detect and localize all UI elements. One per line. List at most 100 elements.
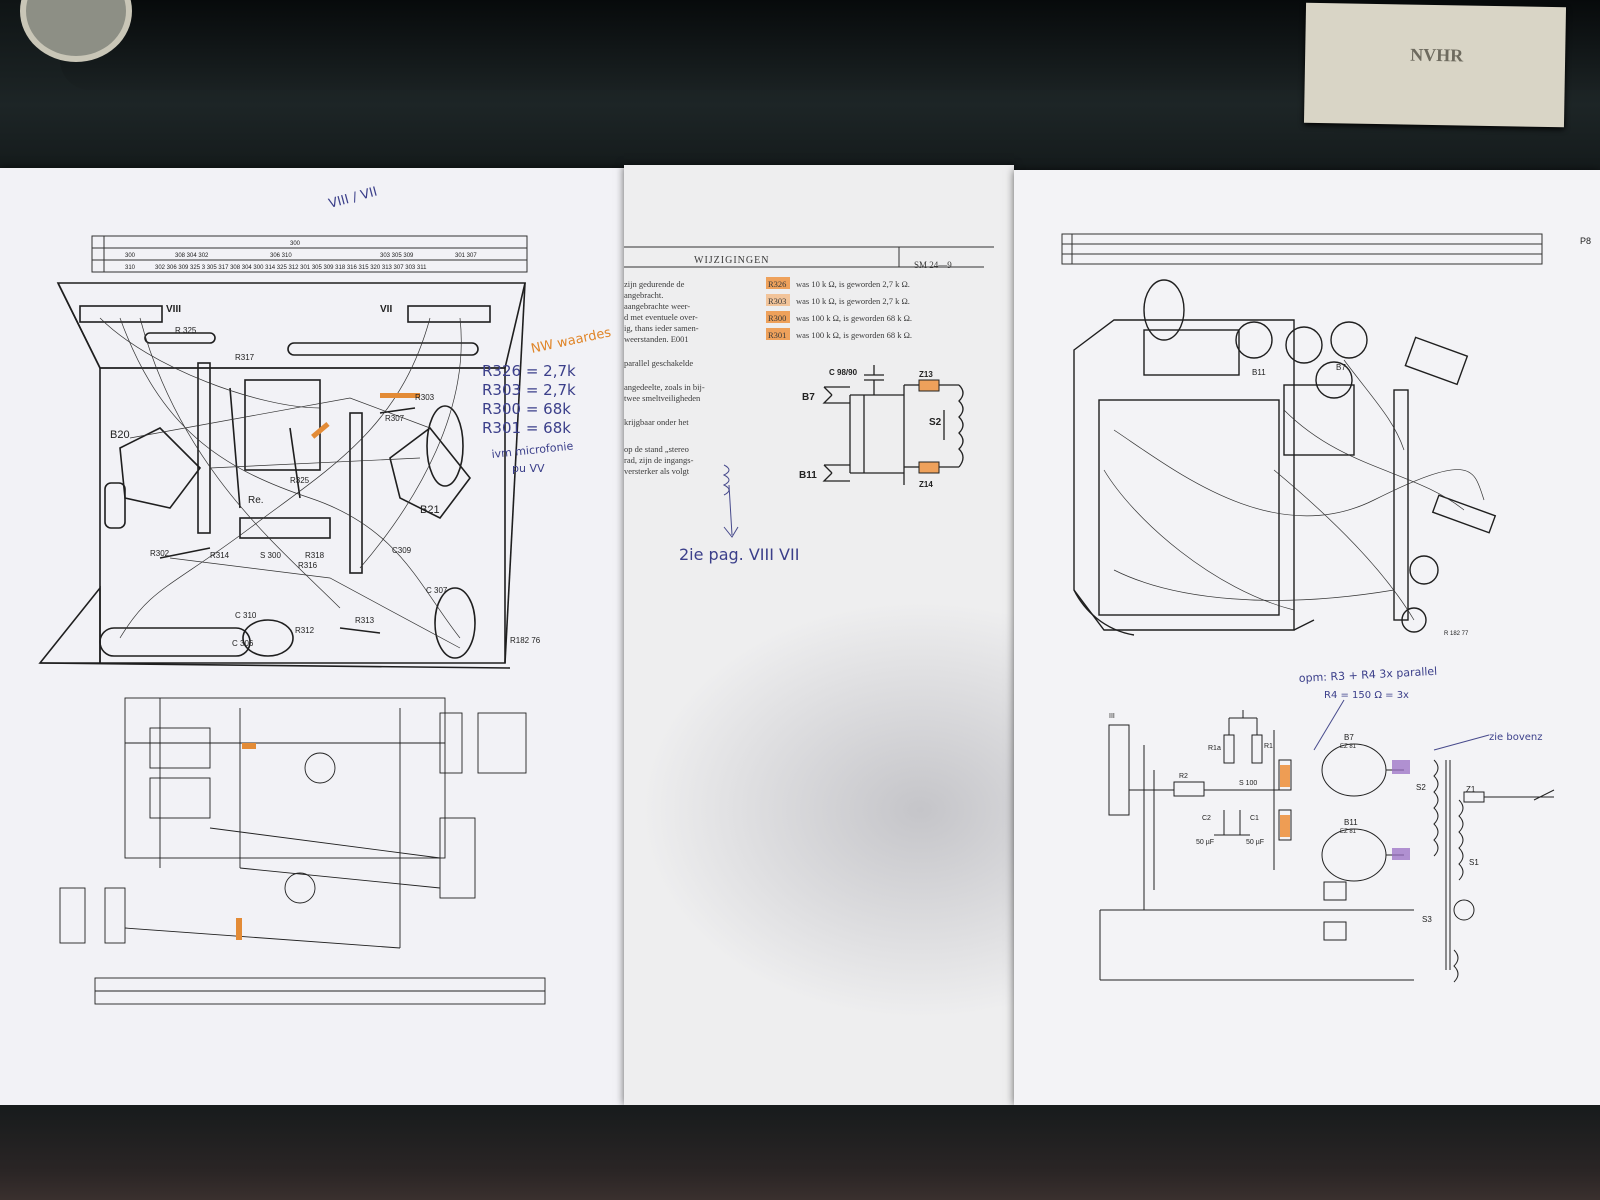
circuit-schematic	[59, 697, 546, 1005]
svg-text:302 306 309 325 3 305 317 308: 302 306 309 325 3 305 317 308 304 300 31…	[155, 265, 427, 271]
label-code: R182 76	[510, 636, 541, 645]
change-text: was 100 k Ω, is geworden 68 k Ω.	[796, 330, 912, 340]
change-text: was 100 k Ω, is geworden 68 k Ω.	[796, 313, 912, 323]
parts-table-top-right	[1061, 233, 1543, 265]
change-part: R301	[768, 330, 786, 340]
annotation-r4: R4 = 150 Ω = 3x	[1324, 690, 1409, 701]
highlight-z13	[1392, 760, 1410, 774]
body-line: rad, zijn de ingangs-	[624, 455, 694, 465]
highlight-r326	[311, 422, 330, 439]
body-line: zijn gedurende de	[624, 279, 685, 289]
body-line: parallel geschakelde	[624, 358, 693, 368]
label-c307: C 307	[426, 586, 448, 595]
body-line: angedeelte, zoals in bij-	[624, 382, 705, 392]
label-s3: S3	[1422, 915, 1432, 924]
label-r1: R1	[1264, 743, 1273, 750]
highlight-z14	[1392, 848, 1410, 860]
label-r325: R 325	[175, 326, 197, 335]
reference-sm: SM 24—9	[914, 260, 952, 270]
floor-background	[0, 1105, 1600, 1200]
body-line: twee smeltveiligheden	[624, 393, 701, 403]
highlight-r303	[380, 393, 420, 398]
label-s300: S 300	[260, 551, 281, 560]
annotation-arrow	[1313, 699, 1345, 751]
changes-list: R326 was 10 k Ω, is geworden 2,7 k Ω. R3…	[766, 277, 912, 340]
label-s2: S2	[929, 417, 942, 428]
label-vii: VII	[380, 304, 392, 315]
change-text: was 10 k Ω, is geworden 2,7 k Ω.	[796, 296, 910, 306]
annotation-r301: R301 = 68k	[482, 419, 571, 437]
svg-text:301 307: 301 307	[455, 253, 477, 259]
change-part: R300	[768, 313, 786, 323]
change-diagram	[822, 365, 964, 485]
body-line: angebracht.	[624, 290, 663, 300]
label-r318: R318	[305, 551, 325, 560]
label-b11: B11	[799, 470, 817, 481]
body-line: d met eventuele over-	[624, 312, 698, 322]
label-viii: VIII	[166, 304, 181, 315]
label-c2: C2	[1202, 815, 1211, 822]
label-c310: C 310	[235, 611, 257, 620]
svg-text:310: 310	[125, 265, 136, 271]
annotation-parallel: opm: R3 + R4 3x parallel	[1298, 665, 1437, 685]
label-s100: S 100	[1239, 780, 1257, 787]
sticker-line-1: NVHR	[1410, 44, 1464, 66]
label-b7: B7	[802, 392, 815, 403]
annotation-r303: R303 = 2,7k	[482, 381, 576, 399]
label-b7-top: B7	[1336, 363, 1346, 372]
label-r2: R2	[1179, 773, 1188, 780]
annotation-nw-waardes: NW waardes	[530, 325, 613, 357]
change-text: was 10 k Ω, is geworden 2,7 k Ω.	[796, 279, 910, 289]
label-r317: R317	[235, 353, 255, 362]
label-b11: B11	[1344, 818, 1358, 827]
label-z1: Z1	[1466, 785, 1476, 794]
label-z14: Z14	[919, 480, 933, 489]
label-b21: B21	[420, 504, 440, 516]
chassis-labels: VIII VII B20 B21 Re. R 325 R317 R307 R30…	[110, 304, 541, 648]
body-line: versterker als volgt	[624, 466, 690, 476]
chassis-wires-right	[1103, 359, 1485, 621]
label-c309: C309	[392, 546, 412, 555]
highlight-r303	[766, 294, 790, 306]
sticker-label: NVHR	[1303, 2, 1567, 128]
body-line: op de stand „stereo	[624, 444, 689, 454]
parts-table-top	[91, 235, 528, 273]
label-ez81-b: EZ 81	[1340, 829, 1357, 835]
label-r314: R314	[210, 551, 230, 560]
label-r1a: R1a	[1208, 745, 1221, 752]
body-text: zijn gedurende de angebracht. aangebrach…	[624, 279, 705, 476]
handwritten-arrow	[722, 464, 739, 538]
highlight-r3	[1280, 765, 1290, 787]
power-supply-labels: III B7 EZ 81 B11 EZ 81 R1a R1 R2 S 100 C…	[1109, 713, 1479, 924]
body-line: weerstanden. E001	[624, 334, 689, 344]
label-c306: C 306	[232, 639, 254, 648]
change-part: R326	[768, 279, 786, 289]
label-b20: B20	[110, 429, 130, 441]
highlight-r4	[1280, 815, 1290, 837]
label-c98: C 98/90	[829, 368, 858, 377]
annotation-2ie-pag: 2ie pag. VIII VII	[679, 545, 799, 564]
fuse-z14	[918, 461, 940, 474]
label-s1: S1	[1469, 858, 1479, 867]
middle-changes-page: WIJZIGINGEN SM 24—9 zijn gedurende de an…	[624, 165, 1014, 1105]
body-line: ig, thans ieder samen-	[624, 323, 699, 333]
label-c1: C1	[1250, 815, 1259, 822]
heading-wijzigingen: WIJZIGINGEN	[694, 255, 769, 266]
chassis-drawing-right	[1073, 279, 1497, 636]
label-s2: S2	[1416, 783, 1426, 792]
annotation-values: R326 = 2,7k R303 = 2,7k R300 = 68k R301 …	[482, 362, 576, 437]
highlight-r301	[766, 328, 790, 340]
annotation-r300: R300 = 68k	[482, 400, 571, 418]
chassis-labels-right: B11 B7 R 182 77	[1252, 363, 1469, 637]
label-r316: R316	[298, 561, 318, 570]
label-c2-value: 50 µF	[1196, 839, 1214, 846]
svg-text:300: 300	[125, 253, 136, 259]
highlight-resistor-1	[242, 743, 256, 749]
label-r313: R313	[355, 616, 375, 625]
annotation-arrow-2	[1433, 734, 1490, 751]
label-code: R 182 77	[1444, 631, 1469, 637]
svg-text:303 305 309: 303 305 309	[380, 253, 414, 259]
label-r325b: R325	[290, 476, 310, 485]
